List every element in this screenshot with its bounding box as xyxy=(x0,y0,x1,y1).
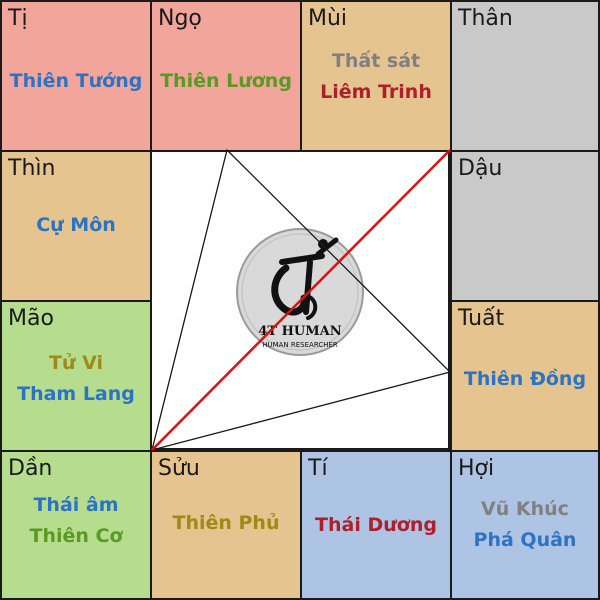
star-thien-luong: Thiên Lương xyxy=(160,70,292,92)
star-list: Thiên Phủ xyxy=(152,508,300,539)
star-list: Thái âm Thiên Cơ xyxy=(2,490,150,552)
cell-suu: Sửu Thiên Phủ xyxy=(150,450,302,600)
branch-label-dau: Dậu xyxy=(458,156,503,181)
branch-label-ngo: Ngọ xyxy=(158,6,202,31)
logo-4t-human: 4T HUMAN HUMAN RESEARCHER xyxy=(236,228,364,356)
star-thien-dong: Thiên Đồng xyxy=(463,368,587,390)
branch-label-ti-top: Tị xyxy=(8,6,28,31)
logo-circle xyxy=(236,228,364,356)
star-list: Thiên Tướng xyxy=(2,66,150,97)
cell-hoi: Hợi Vũ Khúc Phá Quân xyxy=(450,450,600,600)
star-vu-khuc: Vũ Khúc xyxy=(481,498,569,520)
logo-name: 4T HUMAN xyxy=(258,324,341,339)
branch-label-suu: Sửu xyxy=(158,456,200,481)
cell-dau: Dậu xyxy=(450,150,600,302)
star-thien-co: Thiên Cơ xyxy=(29,525,123,547)
cell-mao: Mão Tử Vi Tham Lang xyxy=(0,300,152,452)
cell-ti-top: Tị Thiên Tướng xyxy=(0,0,152,152)
branch-label-thin: Thìn xyxy=(8,156,56,181)
cell-mui: Mùi Thất sát Liêm Trinh xyxy=(300,0,452,152)
cell-ti-bottom: Tí Thái Dương xyxy=(300,450,452,600)
star-list: Tử Vi Tham Lang xyxy=(2,348,150,410)
star-tham-lang: Tham Lang xyxy=(17,383,135,405)
star-list: Thiên Đồng xyxy=(452,364,598,395)
cell-tuat: Tuất Thiên Đồng xyxy=(450,300,600,452)
branch-label-hoi: Hợi xyxy=(458,456,495,481)
star-that-sat: Thất sát xyxy=(331,50,421,72)
branch-label-ti-bottom: Tí xyxy=(308,456,328,481)
star-list: Vũ Khúc Phá Quân xyxy=(452,494,598,556)
star-list: Thất sát Liêm Trinh xyxy=(302,46,450,108)
red-diagonal-line xyxy=(151,149,451,451)
logo-tagline: HUMAN RESEARCHER xyxy=(262,341,338,349)
star-list: Thái Dương xyxy=(302,510,450,541)
branch-label-dan: Dần xyxy=(8,456,53,481)
branch-label-than: Thân xyxy=(458,6,513,31)
star-thien-tuong: Thiên Tướng xyxy=(9,70,143,92)
star-thai-duong: Thái Dương xyxy=(315,514,437,536)
star-list: Thiên Lương xyxy=(152,66,300,97)
star-list: Cự Môn xyxy=(2,210,150,241)
star-tu-vi: Tử Vi xyxy=(49,352,103,374)
branch-label-mui: Mùi xyxy=(308,6,348,31)
branch-label-tuat: Tuất xyxy=(458,306,505,331)
star-pha-quan: Phá Quân xyxy=(473,529,577,551)
star-thai-am: Thái âm xyxy=(33,494,119,516)
star-cu-mon: Cự Môn xyxy=(36,214,116,236)
branch-label-mao: Mão xyxy=(8,306,54,331)
star-liem-trinh: Liêm Trinh xyxy=(320,81,432,103)
star-thien-phu: Thiên Phủ xyxy=(172,512,280,534)
